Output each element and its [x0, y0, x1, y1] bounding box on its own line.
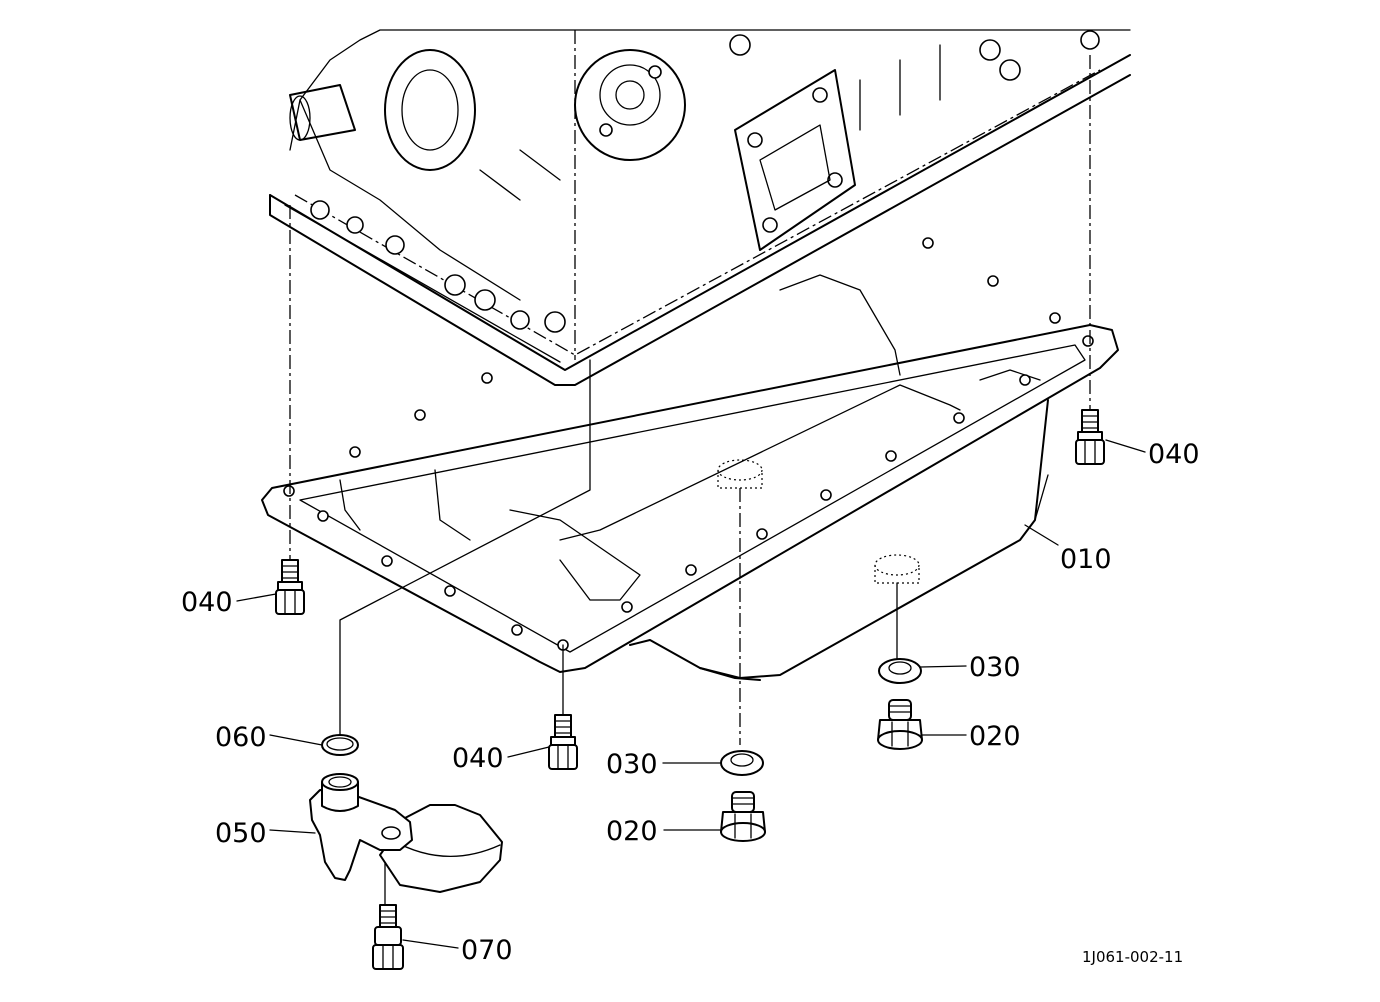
- assembly-lines: [289, 55, 1091, 906]
- engine-block-illustration: [269, 29, 1131, 386]
- leader-lines: [236, 439, 1146, 949]
- bolt-left: [275, 559, 305, 615]
- oil-pan: [261, 237, 1119, 681]
- diagram-reference-code: 1J061-002-11: [1082, 948, 1183, 966]
- callout-050: 050: [215, 818, 267, 849]
- drain-plug-center: [720, 791, 766, 842]
- o-ring: [321, 734, 359, 756]
- callout-070: 070: [461, 935, 513, 966]
- callout-040-center: 040: [452, 743, 504, 774]
- callout-030-right: 030: [969, 652, 1021, 683]
- gasket-washer-center: [720, 750, 764, 776]
- strainer-bolt: [372, 904, 404, 970]
- bolt-center: [548, 714, 578, 770]
- callout-020-center: 020: [606, 816, 658, 847]
- drain-plug-right: [877, 699, 923, 750]
- callout-040-right: 040: [1148, 439, 1200, 470]
- callout-040-left: 040: [181, 587, 233, 618]
- callout-010: 010: [1060, 544, 1112, 575]
- callout-030-center: 030: [606, 749, 658, 780]
- bolt-right: [1075, 409, 1105, 465]
- callout-020-right: 020: [969, 721, 1021, 752]
- gasket-washer-right: [878, 658, 922, 684]
- oil-strainer: [309, 773, 503, 893]
- callout-060: 060: [215, 722, 267, 753]
